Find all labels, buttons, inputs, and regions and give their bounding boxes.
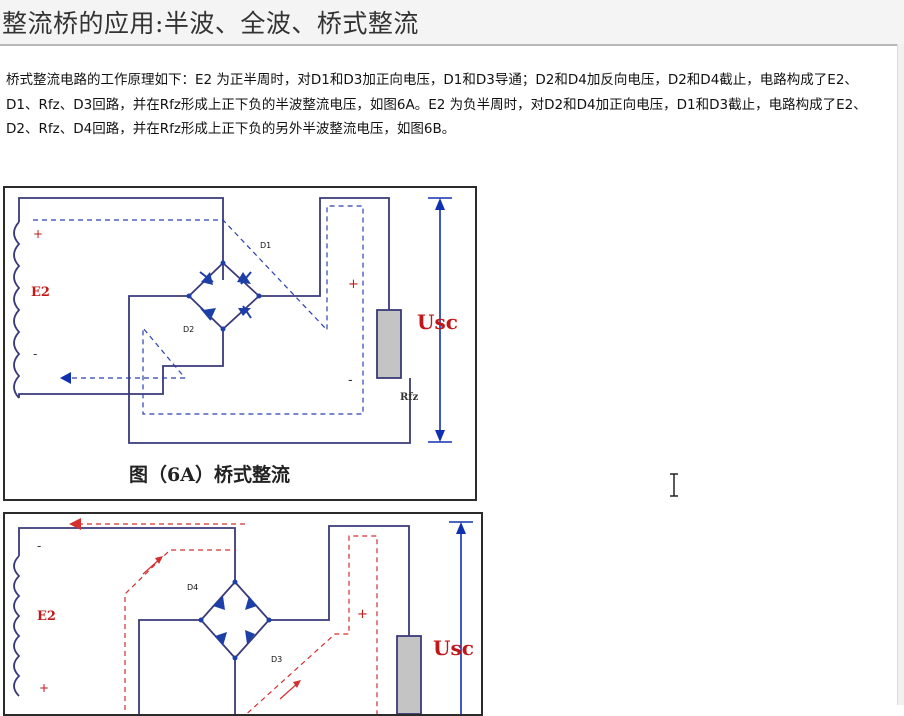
figure-6a: + E2 - D1 D2 + - Rfz Usc 图（6A）桥式整流: [3, 186, 477, 501]
diode-d1-b: [245, 596, 257, 610]
path-arrow-b: [69, 518, 81, 530]
bridge-diamond: [187, 261, 261, 331]
d1-label: D1: [260, 241, 271, 250]
source-minus-a: -: [33, 347, 37, 361]
load-plus-a: +: [348, 277, 359, 292]
wire-right: [259, 197, 390, 310]
d2-label: D2: [183, 325, 194, 334]
diode-d4-b: [213, 596, 225, 610]
diode-d1: [237, 272, 251, 284]
diode-d2: [203, 308, 216, 319]
source-plus-b: +: [39, 681, 49, 695]
text-cursor-icon: [670, 473, 678, 497]
diode-d3-b: [245, 630, 255, 644]
transformer-coil-a: [13, 221, 21, 399]
figure-6a-caption: 图（6A）桥式整流: [129, 463, 290, 486]
page-title: 整流桥的应用:半波、全波、桥式整流: [2, 9, 419, 38]
body-paragraph: 桥式整流电路的工作原理如下：E2 为正半周时，对D1和D3加正向电压，D1和D3…: [6, 72, 867, 137]
title-bar: 整流桥的应用:半波、全波、桥式整流: [0, 0, 904, 46]
wire-top-b: [18, 527, 236, 582]
wire-bottom: [18, 328, 224, 398]
figure-6a-diagram: + E2 - D1 D2 + - Rfz Usc 图（6A）桥式整流: [13, 197, 458, 486]
wire-top: [18, 197, 224, 280]
bridge-diamond-b: [199, 580, 271, 660]
output-label-a: Usc: [417, 310, 458, 334]
figure-6b: - E2 + D4 D3 + Usc: [3, 512, 483, 716]
output-label-b: Usc: [433, 636, 474, 660]
d3-label-b: D3: [271, 655, 282, 664]
source-label-a: E2: [31, 285, 50, 300]
source-plus-a: +: [33, 227, 43, 241]
load-resistor-b: [396, 635, 422, 714]
path-arrow-a: [60, 372, 71, 384]
load-label-a: Rfz: [400, 392, 419, 403]
figure-6b-diagram: - E2 + D4 D3 + Usc: [13, 518, 474, 714]
load-minus-a: -: [348, 373, 353, 388]
wire-right-b: [269, 525, 410, 636]
load-resistor-a: [376, 309, 402, 379]
wire-left-b: [138, 619, 201, 714]
source-minus-b: -: [37, 539, 41, 553]
source-label-b: E2: [37, 609, 56, 624]
diode-d2-b: [215, 632, 227, 646]
wire-left: [128, 295, 411, 444]
scrollbar[interactable]: [897, 44, 904, 705]
transformer-coil-b: [13, 555, 21, 697]
d4-label-b: D4: [187, 583, 198, 592]
diode-d3: [238, 308, 251, 316]
load-plus-b: +: [357, 607, 368, 622]
